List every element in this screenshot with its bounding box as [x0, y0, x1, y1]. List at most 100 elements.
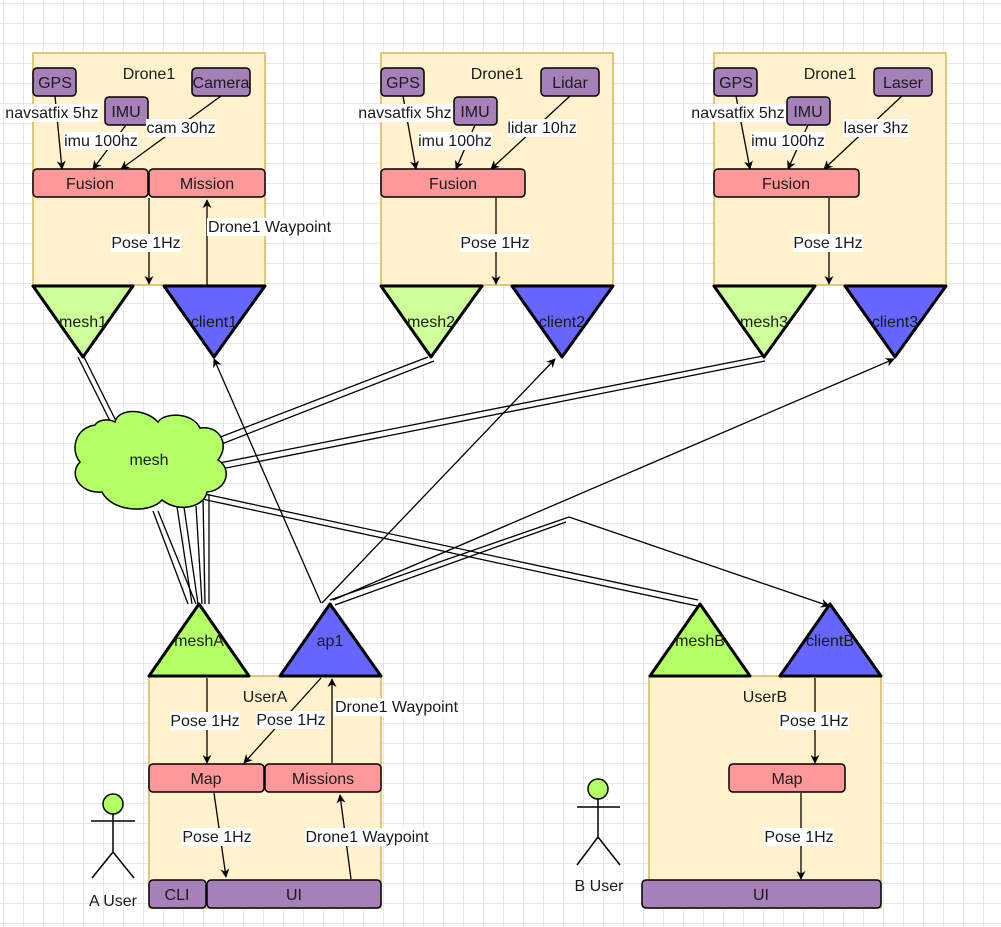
userB-map-label: Map — [771, 771, 802, 788]
drone3-edge-gps: navsatfix 5hz — [691, 105, 784, 122]
link-ap1-client3-double[interactable] — [329, 516, 570, 606]
client1-node[interactable] — [162, 284, 267, 359]
drone3-fusion[interactable] — [713, 168, 860, 198]
drone1-imu-label: IMU — [111, 104, 140, 121]
client1-label: client1 — [191, 314, 237, 331]
link-ap1-client3[interactable] — [332, 358, 895, 601]
arrow-links — [213, 358, 895, 608]
drone1-edge-imu: imu 100hz — [64, 133, 138, 150]
userA-missions-label: Missions — [292, 771, 354, 788]
drone1-imu[interactable] — [104, 96, 149, 126]
drone2-lidar-label: Lidar — [552, 75, 588, 92]
mesh2-label: mesh2 — [407, 314, 455, 331]
drone2-edge-imu: imu 100hz — [418, 133, 492, 150]
drone2-edge-lidar: lidar 10hz — [507, 120, 576, 137]
userB-edge-pose-ui: Pose 1Hz — [764, 829, 833, 846]
drone1-fusion[interactable] — [32, 168, 149, 198]
userA-ui-label: UI — [286, 887, 302, 904]
clientB-node[interactable] — [778, 602, 883, 678]
drone1-gps[interactable] — [32, 67, 77, 97]
userB-ui[interactable] — [641, 879, 882, 909]
mesh2-node[interactable] — [379, 284, 484, 359]
userA-edge-pose-ap: Pose 1Hz — [256, 712, 325, 729]
userA-edge-waypoint-up: Drone1 Waypoint — [335, 699, 459, 716]
drone2-fusion-label: Fusion — [429, 176, 477, 193]
meshA-label: meshA — [174, 633, 224, 650]
userA-ui[interactable] — [206, 879, 382, 909]
link-ap1-client1[interactable] — [213, 358, 322, 604]
client2-node[interactable] — [510, 284, 615, 359]
userA-map-label: Map — [190, 771, 221, 788]
drone1-camera-label: Camera — [193, 75, 250, 92]
drone1-edge-cam: cam 30hz — [146, 120, 215, 137]
drone2-imu[interactable] — [453, 96, 498, 126]
drone2-title: Drone1 — [471, 66, 524, 83]
link-bend-clientB[interactable] — [568, 516, 830, 608]
userA-edge-pose-ui: Pose 1Hz — [182, 829, 251, 846]
drone1-camera[interactable] — [191, 67, 251, 97]
drone2-gps-label: GPS — [386, 75, 420, 92]
drone3-fusion-label: Fusion — [762, 176, 810, 193]
meshA-node[interactable] — [147, 602, 251, 678]
userB-ui-label: UI — [753, 887, 769, 904]
ap1-node[interactable] — [278, 602, 383, 678]
drone2-fusion[interactable] — [380, 168, 526, 198]
mesh-cloud-label: mesh — [129, 452, 168, 469]
mesh1-node[interactable] — [31, 284, 135, 359]
drone3-edge-pose: Pose 1Hz — [793, 235, 862, 252]
drone2-imu-label: IMU — [460, 104, 489, 121]
mesh3-node[interactable] — [712, 284, 817, 359]
drone2-gps[interactable] — [380, 67, 425, 97]
client3-label: client3 — [872, 314, 918, 331]
drone1-mission[interactable] — [148, 168, 266, 198]
link-cloud-meshA[interactable] — [152, 494, 210, 605]
link-cloud-meshB[interactable] — [199, 492, 699, 607]
meshB-label: meshB — [675, 633, 725, 650]
drone1-edge-waypoint: Drone1 Waypoint — [208, 219, 332, 236]
client2-label: client2 — [539, 314, 585, 331]
drone1-mission-label: Mission — [180, 176, 234, 193]
link-mesh1-cloud[interactable] — [77, 354, 117, 426]
drone3-gps[interactable] — [713, 67, 758, 97]
meshB-node[interactable] — [648, 602, 752, 678]
drone3-laser[interactable] — [873, 67, 933, 97]
drone1-fusion-label: Fusion — [66, 176, 114, 193]
actor-a-user-label: A User — [89, 893, 138, 910]
userA-edge-waypoint-ui: Drone1 Waypoint — [305, 829, 429, 846]
mesh-links — [77, 354, 766, 607]
drone2-lidar[interactable] — [540, 67, 600, 97]
drone1-edge-pose: Pose 1Hz — [111, 235, 180, 252]
userA-cli-label: CLI — [165, 887, 190, 904]
mesh1-label: mesh1 — [59, 314, 107, 331]
drone3-imu-label: IMU — [793, 104, 822, 121]
drone2-edge-gps: navsatfix 5hz — [358, 105, 451, 122]
drone1-edge-gps: navsatfix 5hz — [5, 105, 98, 122]
drone3-laser-label: Laser — [883, 75, 924, 92]
clientB-label: clientB — [806, 633, 854, 650]
drone2-edge-pose: Pose 1Hz — [460, 235, 529, 252]
client3-node[interactable] — [843, 284, 948, 359]
userB-title: UserB — [743, 689, 787, 706]
link-ap1-client2[interactable] — [321, 358, 556, 604]
drone3-edge-laser: laser 3hz — [844, 120, 909, 137]
drone3-imu[interactable] — [786, 96, 831, 126]
drone3-gps-label: GPS — [719, 75, 753, 92]
mesh-cloud[interactable] — [74, 410, 227, 510]
userA-title: UserA — [243, 689, 288, 706]
link-mesh2-cloud[interactable] — [209, 356, 435, 448]
userA-edge-pose-mesh: Pose 1Hz — [170, 713, 239, 730]
link-mesh3-cloud[interactable] — [213, 355, 766, 471]
actor-b-user-label: B User — [575, 878, 625, 895]
userA-missions[interactable] — [264, 763, 382, 793]
drone3-edge-imu: imu 100hz — [751, 133, 825, 150]
drone1-title: Drone1 — [123, 66, 176, 83]
ap1-label: ap1 — [317, 633, 344, 650]
drone3-title: Drone1 — [804, 66, 857, 83]
actor-a-user-icon[interactable] — [91, 793, 135, 879]
userB-map[interactable] — [728, 763, 846, 793]
userA-map[interactable] — [148, 763, 265, 793]
userB-edge-pose-client: Pose 1Hz — [779, 713, 848, 730]
userA-cli[interactable] — [148, 879, 207, 909]
drone1-gps-label: GPS — [38, 75, 72, 92]
actor-b-user-icon[interactable] — [576, 778, 621, 866]
